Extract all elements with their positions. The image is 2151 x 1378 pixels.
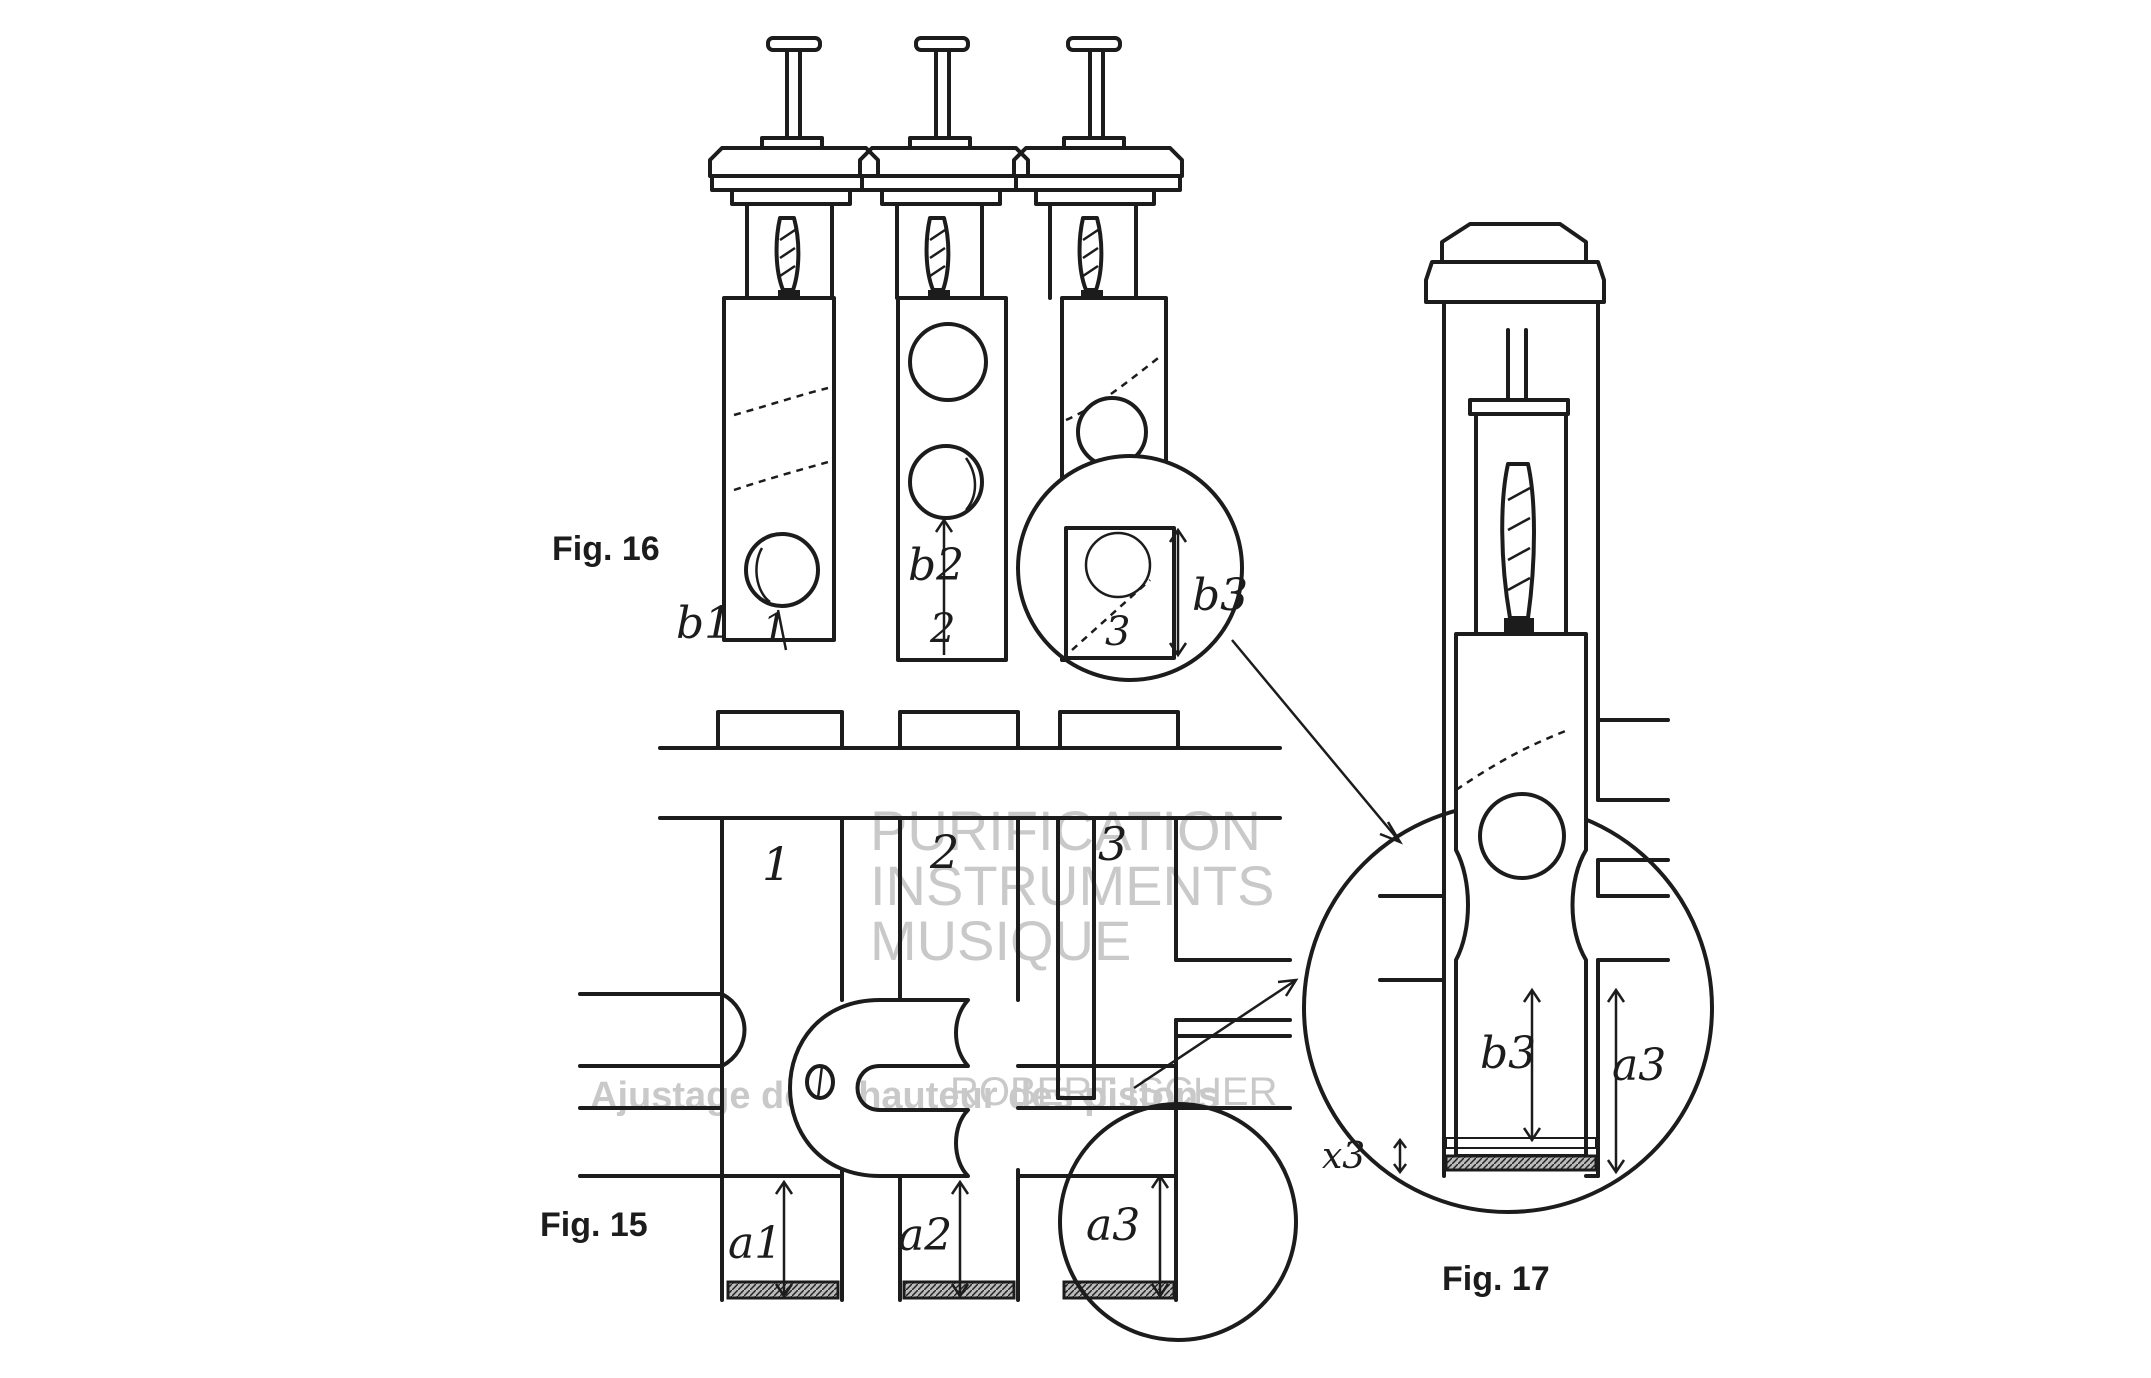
piston-2: 2	[858, 36, 1030, 662]
piston-number-1: 1	[762, 606, 787, 652]
leader-line-lower	[1133, 978, 1297, 1090]
felt-3	[1062, 1280, 1176, 1300]
piston-1: 1	[708, 36, 880, 652]
label-a2: a2	[898, 1210, 952, 1261]
valve-number-1: 1	[762, 837, 791, 891]
u-bend-tube	[788, 998, 970, 1178]
leader-line-upper	[1231, 639, 1401, 843]
label-b1: b1	[676, 598, 732, 649]
fig16-magnifier	[1016, 454, 1244, 682]
label-a3: a3	[1086, 1200, 1140, 1251]
label-b2: b2	[908, 540, 964, 591]
piston-number-2: 2	[929, 606, 955, 652]
label-b3: b3	[1192, 570, 1248, 621]
fig17-label-b3: b3	[1480, 1028, 1536, 1079]
fig17-label-x3: x3	[1322, 1136, 1365, 1177]
fig15-label: Fig. 15	[540, 1206, 648, 1244]
piston-number-3: 3	[1105, 609, 1130, 655]
fig15-magnifier	[1058, 1102, 1298, 1342]
fig17-label: Fig. 17	[1442, 1260, 1550, 1298]
label-a1: a1	[728, 1218, 782, 1269]
fig16-pistons: 1 2	[552, 36, 1248, 682]
fig16-label: Fig. 16	[552, 530, 660, 568]
fig17-enlarged-piston: b3 a3 x3 Fig. 17	[1302, 222, 1714, 1298]
fig15-valve-block: 1 2 3 a1 a2 a3 Fig. 15	[540, 710, 1298, 1342]
piston-3: 3 b3	[1012, 36, 1248, 682]
bleed-text-line: PURIFICATION	[870, 799, 1261, 862]
valve-number-2: 2	[929, 825, 959, 879]
bleed-text-line: MUSIQUE	[870, 909, 1131, 972]
fig17-label-a3: a3	[1612, 1040, 1666, 1091]
bleed-text-line: INSTRUMENTS	[870, 854, 1274, 917]
valve-number-3: 3	[1098, 817, 1127, 871]
